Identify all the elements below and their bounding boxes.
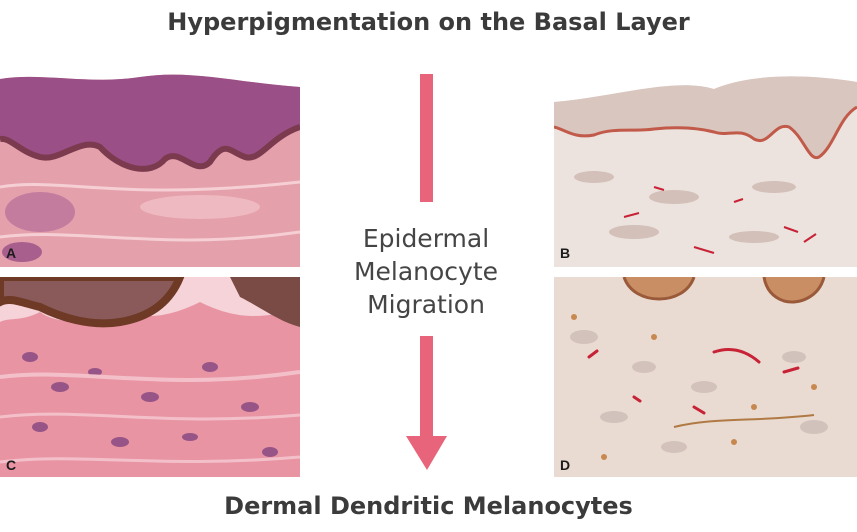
migration-label-line-3: Migration [367,290,485,319]
arrow-down-icon [406,436,447,470]
panel-b-histology-image: B [554,67,857,267]
migration-label-line-1: Epidermal [362,224,490,253]
arrow-shaft-top [420,74,433,202]
panel-b-label: B [560,245,571,261]
panel-d-label: D [560,457,571,473]
arrow-shaft-bottom [420,336,433,438]
top-title: Hyperpigmentation on the Basal Layer [167,8,690,36]
migration-label: Epidermal Melanocyte Migration [326,222,526,321]
panel-c-histology-image: C [0,277,300,477]
bottom-title: Dermal Dendritic Melanocytes [224,492,633,520]
panel-a-histology-image: A [0,67,300,267]
panel-d-histology-image: D [554,277,857,477]
panel-a-label: A [6,245,17,261]
panel-c-label: C [6,457,17,473]
migration-label-line-2: Melanocyte [353,257,499,286]
